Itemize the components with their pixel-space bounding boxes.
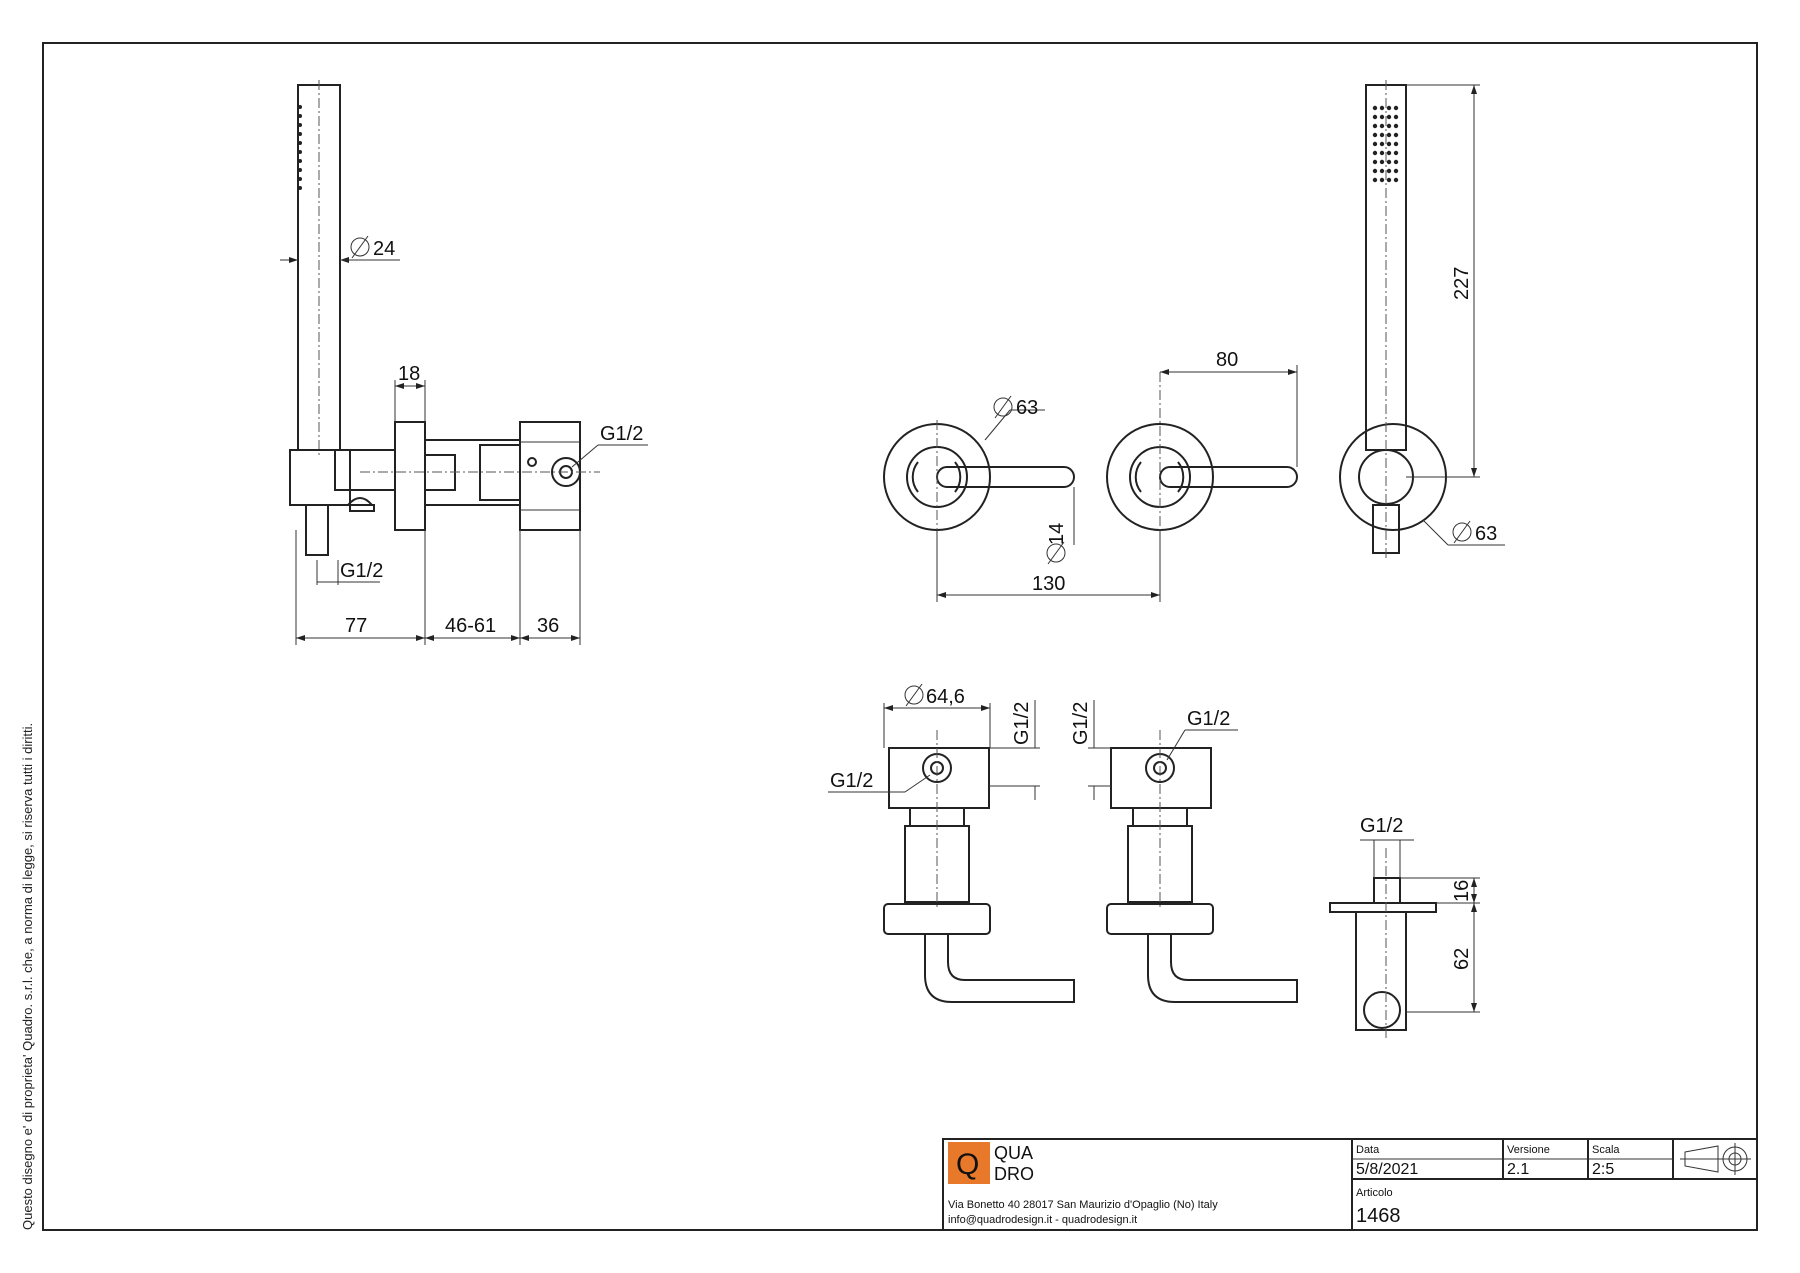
title-block: Q QUA DRO Via Bonetto 40 28017 San Mauri… [942,1138,1758,1231]
dim-g12-valve1: G1/2 [830,770,873,792]
logo-line1: QUA [994,1143,1033,1163]
front-view: 63 14 130 80 227 63 [883,80,1505,602]
spray-nozzles-front [1372,105,1399,183]
dim-g12-outlet: G1/2 [1360,815,1403,837]
data-value: 5/8/2021 [1356,1161,1418,1178]
dim-14: 14 [1046,523,1068,545]
logo-line2: DRO [994,1164,1034,1184]
scala-label: Scala [1592,1144,1620,1156]
articolo-label: Articolo [1356,1187,1393,1199]
dim-80: 80 [1216,349,1238,371]
company-contact: info@quadrodesign.it - quadrodesign.it [948,1214,1137,1226]
projection-symbol-icon [1680,1143,1751,1175]
dim-g12-side-outlet: G1/2 [340,560,383,582]
dim-16: 16 [1451,880,1473,902]
data-label: Data [1356,1144,1380,1156]
quadro-logo [948,1142,990,1184]
dim-77: 77 [345,615,367,637]
dim-36: 36 [537,615,559,637]
top-view: 64,6 G1/2 G1/2 G1/2 G1/2 G1/2 16 62 [828,683,1480,1040]
company-address: Via Bonetto 40 28017 San Maurizio d'Opag… [948,1199,1218,1211]
dim-46-61: 46-61 [445,615,496,637]
dim-g12-side-valve: G1/2 [600,423,643,445]
versione-label: Versione [1507,1144,1550,1156]
dim-g12-valve2-top: G1/2 [1070,702,1092,745]
dim-64-6: 64,6 [926,686,965,708]
dim-63-left: 63 [1016,397,1038,419]
dim-g12-valve2: G1/2 [1187,708,1230,730]
spray-nozzles-side [298,105,302,190]
articolo-value: 1468 [1356,1205,1401,1227]
dim-18: 18 [398,363,420,385]
scala-value: 2:5 [1592,1161,1614,1178]
dim-130: 130 [1032,573,1065,595]
logo-letter: Q [956,1148,979,1181]
dim-62: 62 [1451,948,1473,970]
dim-227: 227 [1451,267,1473,300]
drawing-frame [42,42,1758,1231]
dim-g12-valve1-top: G1/2 [1011,702,1033,745]
dim-63-right: 63 [1475,523,1497,545]
side-view: 24 18 G1/2 G1/2 77 46-61 36 [280,80,648,645]
dim-24: 24 [373,238,395,260]
versione-value: 2.1 [1507,1161,1529,1178]
